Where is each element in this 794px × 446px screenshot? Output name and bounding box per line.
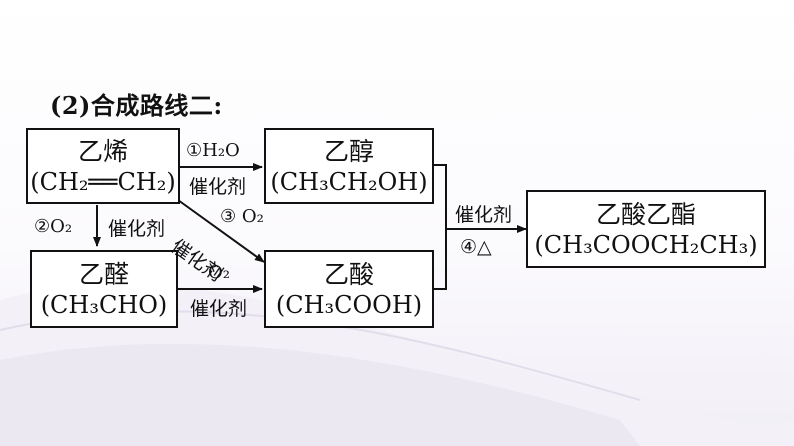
step1-catalyst-label: 催化剂 (189, 176, 247, 198)
node-ethyl-acetate: 乙酸乙酯 (CH₃COOCH₂CH₃) (526, 190, 766, 268)
node-ethylene-formula: (CH₂══CH₂) (30, 168, 176, 196)
node-acetaldehyde: 乙醛 (CH₃CHO) (30, 250, 178, 328)
node-ethanol: 乙醇 (CH₃CH₂OH) (264, 128, 434, 204)
step1-reagent-label: ①H₂O (186, 140, 240, 161)
node-acetaldehyde-formula: (CH₃CHO) (40, 291, 168, 319)
node-ethylene: 乙烯 (CH₂══CH₂) (26, 128, 180, 204)
node-ethyl-acetate-name: 乙酸乙酯 (595, 200, 696, 229)
node-acetic-acid: 乙酸 (CH₃COOH) (264, 250, 434, 328)
node-acetic-acid-name: 乙酸 (323, 260, 374, 289)
oxidation-reagent-label: O₂ (208, 262, 230, 283)
step2-catalyst-label: 催化剂 (108, 218, 166, 240)
section-heading: (2)合成路线二: (50, 91, 223, 120)
reactant-bracket (434, 164, 447, 290)
step4-catalyst-label: 催化剂 (455, 204, 513, 226)
step2-reagent-label: ②O₂ (34, 216, 73, 237)
oxidation-catalyst-label: 催化剂 (190, 298, 248, 320)
node-ethanol-name: 乙醇 (323, 137, 374, 166)
node-acetaldehyde-name: 乙醛 (78, 260, 129, 289)
node-ethyl-acetate-formula: (CH₃COOCH₂CH₃) (534, 231, 758, 259)
node-ethylene-name: 乙烯 (77, 137, 128, 166)
step3-reagent-label: ③ O₂ (220, 206, 264, 227)
node-acetic-acid-formula: (CH₃COOH) (275, 291, 423, 319)
step4-condition-label: ④△ (460, 236, 492, 258)
arrow-ethylene-to-acetic-acid (177, 199, 265, 263)
node-ethanol-formula: (CH₃CH₂OH) (270, 168, 428, 196)
